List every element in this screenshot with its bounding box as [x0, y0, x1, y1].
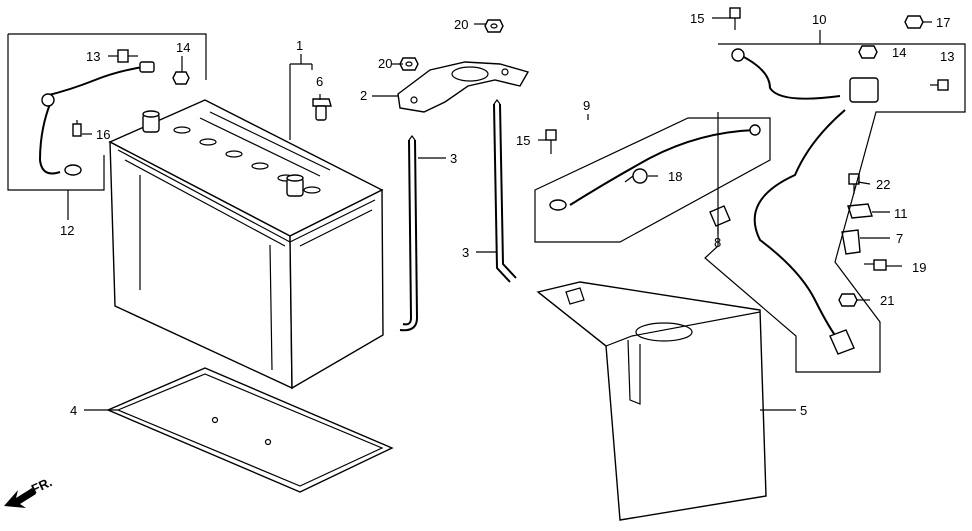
- nut-21: [838, 293, 858, 307]
- front-direction-arrow: FR.: [4, 474, 54, 508]
- callout-20: 20: [378, 56, 392, 71]
- fr-label: FR.: [29, 474, 54, 496]
- callout-15: 15: [690, 11, 704, 26]
- callout-6: 6: [316, 74, 323, 89]
- callout-16: 16: [96, 127, 110, 142]
- nut-20-top: [484, 19, 504, 33]
- ground-cable-12: [7, 33, 207, 191]
- bolt-15-top: [729, 7, 741, 30]
- callout-19: 19: [912, 260, 926, 275]
- grommet-8: [709, 205, 731, 227]
- bolt-6: [312, 98, 332, 121]
- battery-mat: [106, 367, 394, 493]
- callout-22: 22: [876, 177, 890, 192]
- starter-cable-10: [704, 43, 966, 373]
- callout-3: 3: [450, 151, 457, 166]
- bolt-15-mid: [545, 129, 557, 154]
- callout-labels: 1 2 3 3 4 5 6 7 8 9 10 11 12 13 13 14 14…: [60, 11, 954, 418]
- hold-down-rod-left: [399, 135, 419, 332]
- callout-12: 12: [60, 223, 74, 238]
- callout-15: 15: [516, 133, 530, 148]
- callout-9: 9: [583, 98, 590, 113]
- battery-box: [536, 281, 767, 521]
- bolt-19: [864, 259, 887, 271]
- clamp-11: [847, 203, 873, 219]
- callout-11: 11: [894, 206, 908, 221]
- nut-14-right: [858, 45, 878, 59]
- callout-10: 10: [812, 12, 826, 27]
- battery-cable-9: [534, 117, 771, 243]
- hold-down-rod-center: [493, 99, 517, 283]
- callout-3: 3: [462, 245, 469, 260]
- bolt-13-left: [117, 49, 138, 63]
- callout-21: 21: [880, 293, 894, 308]
- callout-18: 18: [668, 169, 682, 184]
- callout-8: 8: [714, 235, 721, 250]
- callout-13: 13: [86, 49, 100, 64]
- battery-setting-plate: [397, 61, 530, 113]
- bolt-16: [72, 120, 82, 137]
- callout-7: 7: [896, 231, 903, 246]
- callout-13: 13: [940, 49, 954, 64]
- callout-4: 4: [70, 403, 77, 418]
- callout-17: 17: [936, 15, 950, 30]
- nut-14-left: [172, 71, 190, 85]
- callout-2: 2: [360, 88, 367, 103]
- clip-18: [624, 168, 648, 184]
- callout-1: 1: [296, 38, 303, 53]
- leader-lines: [67, 17, 932, 411]
- nut-17: [904, 15, 924, 29]
- callout-14: 14: [892, 45, 906, 60]
- callout-20: 20: [454, 17, 468, 32]
- bracket-7: [841, 229, 861, 255]
- callout-5: 5: [800, 403, 807, 418]
- bolt-13-right: [930, 79, 949, 91]
- callout-14: 14: [176, 40, 190, 55]
- battery: [108, 99, 384, 390]
